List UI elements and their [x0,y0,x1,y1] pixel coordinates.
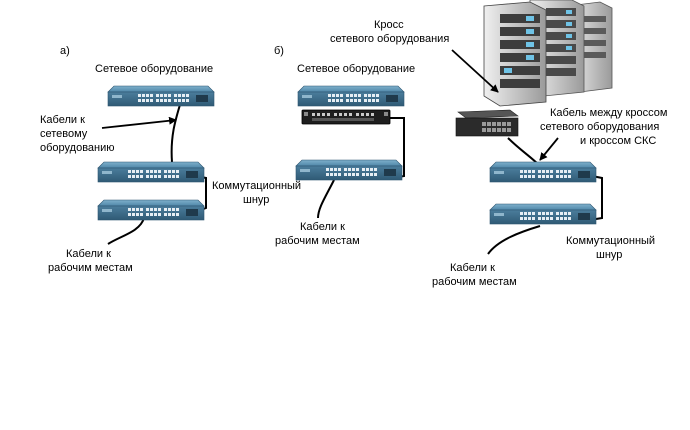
panel-b-workplace-cable [317,179,335,219]
panel-a-workplace-label-1: Кабели к [66,248,111,260]
panel-c-workplace-label-1: Кабели к [450,262,495,274]
panel-c-cross-label-2: сетевого оборудования [330,33,449,45]
panel-a-workplace-label-2: рабочим местам [48,262,133,274]
panel-b-marker: б) [274,45,284,57]
desktop-switch-icon [455,109,519,137]
panel-a-patch-label-2: шнур [243,194,269,206]
network-switch-icon [97,199,205,221]
network-switch-icon [297,85,405,107]
panel-a-cables-label-1: Кабели к [40,114,85,126]
network-switch-icon [97,161,205,183]
panel-c-patch-label-2: шнур [596,249,622,261]
panel-a-marker: а) [60,45,70,57]
panel-c-workplace-label-2: рабочим местам [432,276,517,288]
server-rack-icon [483,0,613,107]
panel-a-title: Сетевое оборудование [95,63,213,75]
panel-c-between-label-3: и кроссом СКС [580,135,656,147]
panel-a-workplace-cable [107,217,145,245]
panel-c-between-label-2: сетевого оборудования [540,121,659,133]
panel-c-between-label-1: Кабель между кроссом [550,107,667,119]
panel-b-workplace-label-1: Кабели к [300,221,345,233]
panel-c-cross-arrow [451,49,499,93]
panel-c-cross-label-1: Кросс [374,19,404,31]
panel-a-uplink-cable [170,97,183,163]
panel-c-patch-label-1: Коммутационный [566,235,655,247]
network-switch-icon [107,85,215,107]
network-switch-icon [489,161,597,183]
panel-a-cables-label-3: оборудованию [40,142,115,154]
panel-c-between-arrow [539,137,559,161]
patch-panel-icon [301,109,391,125]
panel-b-workplace-label-2: рабочим местам [275,235,360,247]
panel-c-workplace-cable [487,225,541,255]
network-switch-icon [489,203,597,225]
panel-b-title: Сетевое оборудование [297,63,415,75]
panel-a-patch-label-1: Коммутационный [212,180,301,192]
panel-a-cables-arrow [101,116,177,129]
network-switch-icon [295,159,403,181]
panel-a-cables-label-2: сетевому [40,128,88,140]
